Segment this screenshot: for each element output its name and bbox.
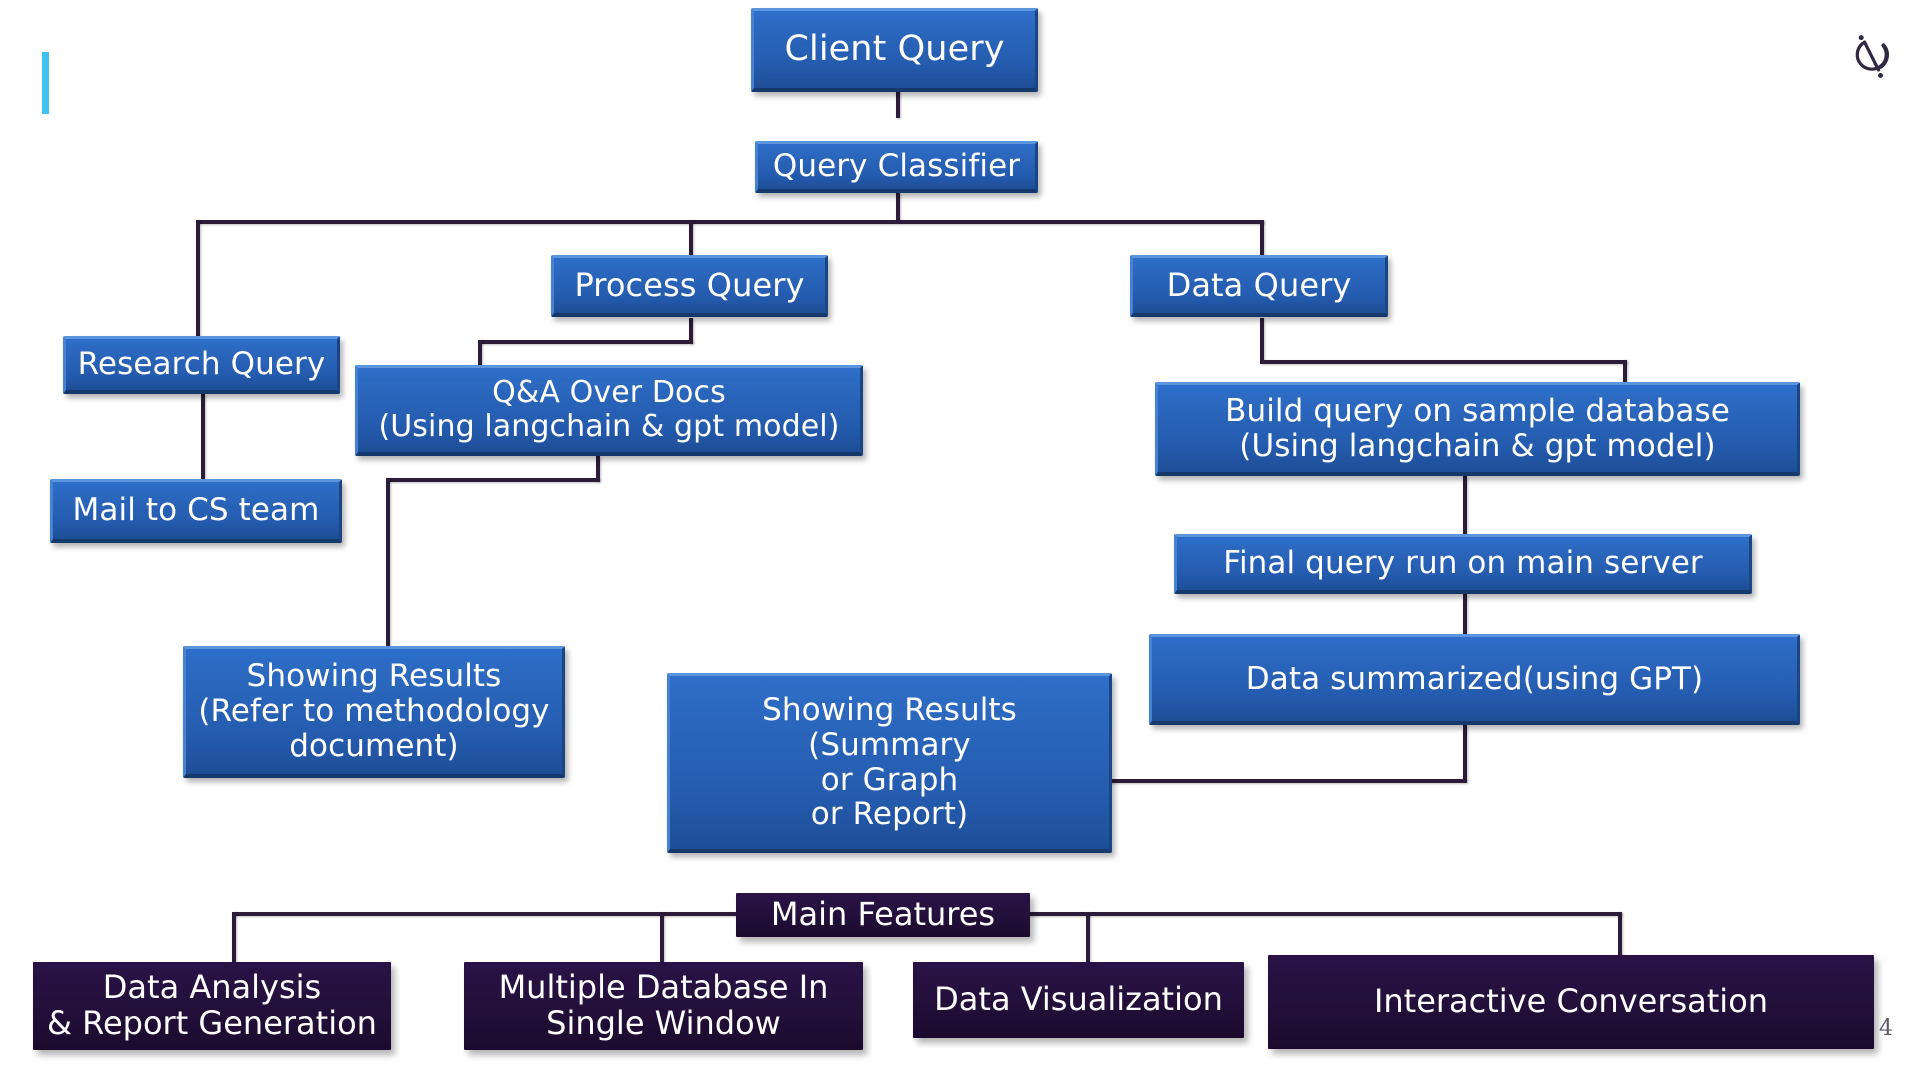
connector-process-stem bbox=[689, 318, 693, 343]
connector-dataquery-to-build bbox=[1623, 360, 1627, 382]
node-showing-results-methodology[interactable]: Showing Results (Refer to methodology do… bbox=[183, 646, 565, 778]
node-research-query[interactable]: Research Query bbox=[63, 336, 340, 394]
feature-interactive-conversation[interactable]: Interactive Conversation bbox=[1268, 955, 1874, 1049]
connector-features-to-item-2 bbox=[660, 912, 664, 964]
node-query-classifier[interactable]: Query Classifier bbox=[755, 141, 1038, 193]
circle-slash-logo bbox=[1849, 28, 1897, 84]
connector-qa-to-results bbox=[386, 478, 390, 646]
connector-features-to-item-4 bbox=[1618, 912, 1622, 964]
node-final-query[interactable]: Final query run on main server bbox=[1174, 534, 1752, 594]
connector-features-to-item-3 bbox=[1086, 912, 1090, 964]
node-build-query[interactable]: Build query on sample database (Using la… bbox=[1155, 382, 1800, 476]
connector-summarized-stem bbox=[1463, 725, 1467, 781]
feature-multiple-database[interactable]: Multiple Database In Single Window bbox=[464, 962, 863, 1050]
node-client-query[interactable]: Client Query bbox=[751, 8, 1038, 92]
node-showing-results-summary[interactable]: Showing Results (Summary or Graph or Rep… bbox=[667, 673, 1112, 853]
connector-bus-to-process bbox=[689, 220, 693, 257]
node-data-query[interactable]: Data Query bbox=[1130, 255, 1388, 317]
connector-client-to-classifier bbox=[896, 90, 900, 118]
connector-research-to-mail bbox=[201, 394, 205, 479]
node-mail-to-cs-team[interactable]: Mail to CS team bbox=[50, 479, 342, 543]
node-main-features-title[interactable]: Main Features bbox=[736, 893, 1030, 937]
connector-dataquery-stem bbox=[1260, 318, 1264, 362]
accent-bar bbox=[42, 52, 49, 114]
connector-dataquery-elbow bbox=[1260, 360, 1627, 364]
connector-classifier-stem bbox=[896, 193, 900, 222]
connector-bus-to-research bbox=[196, 220, 200, 342]
connector-process-to-qa bbox=[478, 340, 482, 365]
connector-build-to-final bbox=[1463, 476, 1467, 534]
node-process-query[interactable]: Process Query bbox=[551, 255, 828, 317]
feature-data-analysis[interactable]: Data Analysis & Report Generation bbox=[33, 962, 391, 1050]
connector-classifier-bus bbox=[196, 220, 1264, 224]
connector-summarized-to-showing bbox=[1110, 779, 1467, 783]
connector-process-elbow bbox=[478, 340, 693, 344]
connector-bus-to-dataquery bbox=[1260, 220, 1264, 257]
connector-features-to-item-1 bbox=[232, 912, 236, 964]
node-qa-over-docs[interactable]: Q&A Over Docs (Using langchain & gpt mod… bbox=[355, 365, 863, 456]
feature-data-visualization[interactable]: Data Visualization bbox=[913, 962, 1244, 1038]
connector-final-to-summarized bbox=[1463, 594, 1467, 634]
connector-qa-elbow bbox=[386, 478, 600, 482]
node-data-summarized[interactable]: Data summarized(using GPT) bbox=[1149, 634, 1800, 725]
slide-page-number: 4 bbox=[1879, 1016, 1893, 1041]
connector-qa-stem bbox=[596, 456, 600, 481]
